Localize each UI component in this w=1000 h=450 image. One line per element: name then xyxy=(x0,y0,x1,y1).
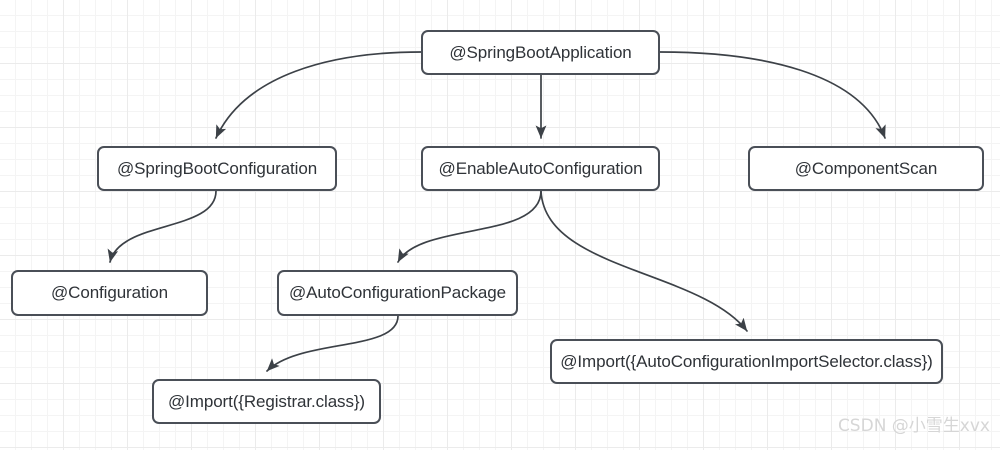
edge-enableauto-to-importselector xyxy=(540,190,748,332)
node-import-autoconfigurationimportselector[interactable]: @Import({AutoConfigurationImportSelector… xyxy=(550,339,943,384)
edge-enableauto-to-autoconfigpackage xyxy=(397,190,542,263)
node-import-registrar[interactable]: @Import({Registrar.class}) xyxy=(152,379,381,424)
node-configuration[interactable]: @Configuration xyxy=(11,270,208,316)
edge-app-to-bootconfig xyxy=(215,51,422,139)
watermark: CSDN @小雪生xvx xyxy=(837,416,990,436)
node-springbootapplication[interactable]: @SpringBootApplication xyxy=(421,30,660,75)
node-enableautoconfiguration[interactable]: @EnableAutoConfiguration xyxy=(421,146,660,191)
edge-app-to-componentscan xyxy=(659,51,886,139)
node-autoconfigurationpackage[interactable]: @AutoConfigurationPackage xyxy=(277,270,518,316)
edge-autoconfigpackage-to-importregistrar xyxy=(266,315,399,372)
node-componentscan[interactable]: @ComponentScan xyxy=(748,146,984,191)
edge-bootconfig-to-configuration xyxy=(107,190,217,263)
edges-group xyxy=(107,51,886,372)
node-springbootconfiguration[interactable]: @SpringBootConfiguration xyxy=(97,146,337,191)
